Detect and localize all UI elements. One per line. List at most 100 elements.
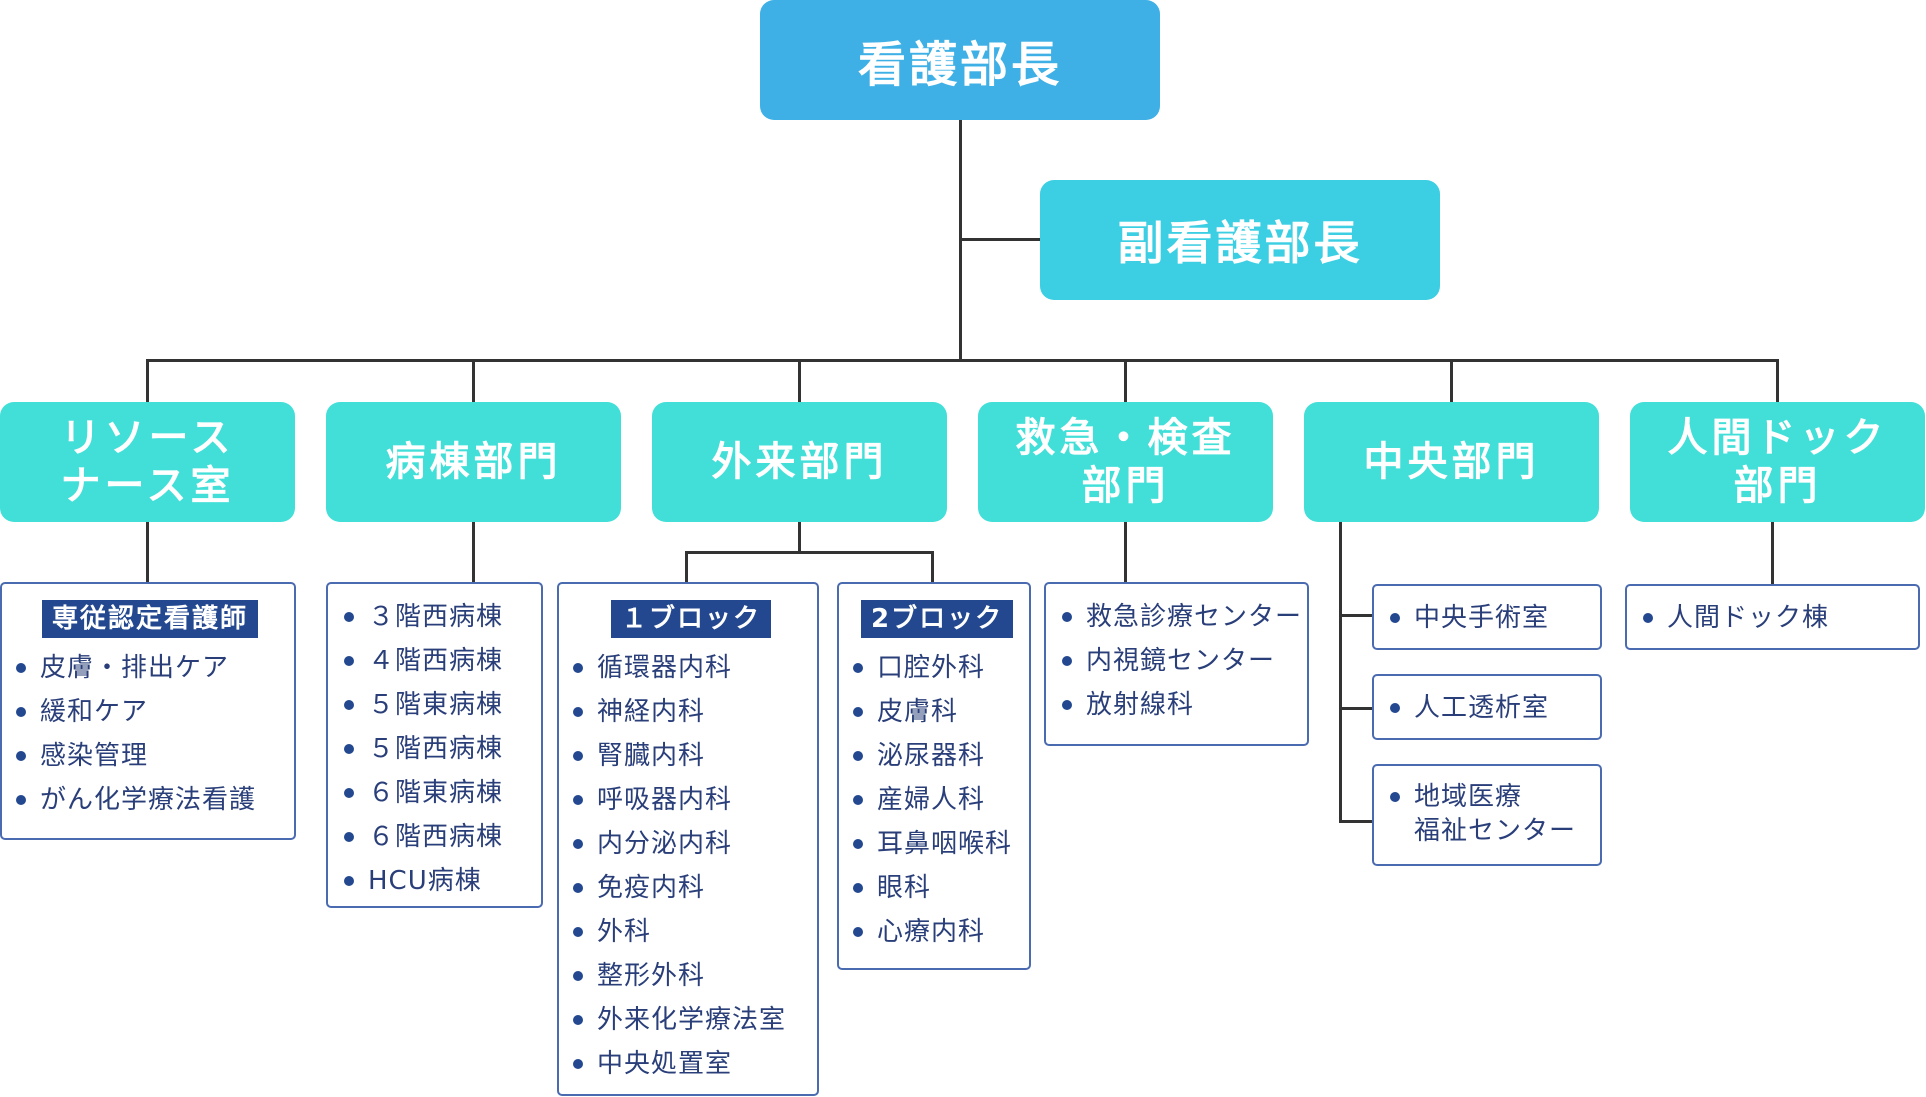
list-item: 感染管理 xyxy=(14,734,256,778)
list-item: ５階西病棟 xyxy=(342,727,503,771)
department-resource-nurse: リソース ナース室 xyxy=(0,402,295,522)
bullet-icon xyxy=(573,839,583,849)
list-item-label: 心療内科 xyxy=(877,917,986,947)
connector-outpatient-split xyxy=(685,551,934,554)
list-item-label: 免疫内科 xyxy=(597,873,706,903)
item-list: ３階西病棟 ４階西病棟 ５階東病棟 ５階西病棟 ６階東病棟 ６階西病棟 HCU病… xyxy=(342,595,503,903)
connector-emergency-list xyxy=(1124,522,1127,584)
list-item-label: 救急診療センター xyxy=(1086,602,1303,632)
department-central: 中央部門 xyxy=(1304,402,1599,522)
list-item: 皮膚科 xyxy=(851,690,1012,734)
list-item-label: 地域医療 福祉センター xyxy=(1414,782,1577,846)
item-list: 皮膚・排出ケア 緩和ケア 感染管理 がん化学療法看護 xyxy=(14,646,256,822)
list-item-label: 中央処置室 xyxy=(597,1049,733,1079)
bullet-icon xyxy=(853,795,863,805)
connector-central-item2 xyxy=(1339,707,1374,710)
department-label: 外来部門 xyxy=(711,439,888,485)
list-item: 放射線科 xyxy=(1060,683,1302,727)
bullet-icon xyxy=(573,707,583,717)
item-list: 救急診療センター 内視鏡センター 放射線科 xyxy=(1060,595,1302,727)
list-item: 地域医療 福祉センター xyxy=(1388,780,1576,848)
bullet-icon xyxy=(16,795,26,805)
list-item-label: 神経内科 xyxy=(597,697,706,727)
list-item: ６階東病棟 xyxy=(342,771,503,815)
ward-list: ３階西病棟 ４階西病棟 ５階東病棟 ５階西病棟 ６階東病棟 ６階西病棟 HCU病… xyxy=(326,582,543,908)
list-item-label: 産婦人科 xyxy=(877,785,986,815)
list-item-label: 中央手術室 xyxy=(1414,603,1550,633)
item-list: 地域医療 福祉センター xyxy=(1388,780,1576,848)
list-item-label: 内分泌内科 xyxy=(597,829,733,859)
bullet-icon xyxy=(573,663,583,673)
list-item-label: 人工透析室 xyxy=(1414,693,1550,723)
connector-central-item1 xyxy=(1339,614,1374,617)
list-title: 専従認定看護師 xyxy=(42,600,259,638)
bullet-icon xyxy=(853,707,863,717)
bullet-icon xyxy=(344,700,354,710)
bullet-icon xyxy=(16,751,26,761)
bullet-icon xyxy=(1062,656,1072,666)
list-item: 呼吸器内科 xyxy=(571,778,786,822)
bullet-icon xyxy=(16,707,26,717)
list-item: 人間ドック棟 xyxy=(1641,596,1829,640)
health-checkup-list: 人間ドック棟 xyxy=(1625,584,1920,650)
list-item: 中央処置室 xyxy=(571,1042,786,1086)
bullet-icon xyxy=(344,876,354,886)
department-label: 病棟部門 xyxy=(385,439,562,485)
bullet-icon xyxy=(573,795,583,805)
list-item: 中央手術室 xyxy=(1388,596,1549,640)
department-health-checkup: 人間ドック 部門 xyxy=(1630,402,1925,522)
list-item-label: 皮膚・排出ケア xyxy=(40,653,230,683)
connector-deputy-branch xyxy=(959,238,1040,241)
bullet-icon xyxy=(344,788,354,798)
connector-drop-emergency xyxy=(1124,359,1127,403)
list-item: ６階西病棟 xyxy=(342,815,503,859)
list-item-label: ３階西病棟 xyxy=(368,602,504,632)
list-item: 口腔外科 xyxy=(851,646,1012,690)
list-item: 耳鼻咽喉科 xyxy=(851,822,1012,866)
item-list: 循環器内科 神経内科 腎臓内科 呼吸器内科 内分泌内科 免疫内科 外科 整形外科… xyxy=(571,646,786,1086)
bullet-icon xyxy=(573,751,583,761)
central-dialysis-box: 人工透析室 xyxy=(1372,674,1602,740)
list-item-label: HCU病棟 xyxy=(368,866,482,896)
list-item: HCU病棟 xyxy=(342,859,503,903)
bullet-icon xyxy=(1390,703,1400,713)
list-item: ４階西病棟 xyxy=(342,639,503,683)
bullet-icon xyxy=(573,1015,583,1025)
bullet-icon xyxy=(573,883,583,893)
bullet-icon xyxy=(853,751,863,761)
item-list: 中央手術室 xyxy=(1388,596,1549,640)
list-item: 皮膚・排出ケア xyxy=(14,646,256,690)
department-label: 人間ドック 部門 xyxy=(1667,415,1888,509)
connector-ward-list xyxy=(472,522,475,584)
list-item-label: 外科 xyxy=(597,917,652,947)
list-item: ５階東病棟 xyxy=(342,683,503,727)
department-outpatient: 外来部門 xyxy=(652,402,947,522)
connector-department-bus xyxy=(146,359,1778,362)
bullet-icon xyxy=(853,927,863,937)
list-item: 循環器内科 xyxy=(571,646,786,690)
list-item-label: 内視鏡センター xyxy=(1086,646,1276,676)
connector-resource-list xyxy=(146,522,149,584)
department-emergency-exam: 救急・検査 部門 xyxy=(978,402,1273,522)
connector-outpatient-stem xyxy=(798,522,801,552)
bullet-icon xyxy=(1062,700,1072,710)
list-item-label: 外来化学療法室 xyxy=(597,1005,787,1035)
list-item-label: ５階西病棟 xyxy=(368,734,504,764)
item-list: 口腔外科 皮膚科 泌尿器科 産婦人科 耳鼻咽喉科 眼科 心療内科 xyxy=(851,646,1012,954)
list-item: 緩和ケア xyxy=(14,690,256,734)
list-item: 神経内科 xyxy=(571,690,786,734)
list-item: 外科 xyxy=(571,910,786,954)
list-item: 整形外科 xyxy=(571,954,786,998)
deputy-box: 副看護部長 xyxy=(1040,180,1440,300)
connector-drop-dock xyxy=(1776,359,1779,403)
list-item: 泌尿器科 xyxy=(851,734,1012,778)
connector-drop-ward xyxy=(472,359,475,403)
item-list: 人間ドック棟 xyxy=(1641,596,1829,640)
bullet-icon xyxy=(853,839,863,849)
list-item-label: 泌尿器科 xyxy=(877,741,986,771)
list-item-label: 緩和ケア xyxy=(40,697,149,727)
list-item: 心療内科 xyxy=(851,910,1012,954)
list-item: 免疫内科 xyxy=(571,866,786,910)
central-community-box: 地域医療 福祉センター xyxy=(1372,764,1602,866)
department-label: 救急・検査 部門 xyxy=(1015,415,1236,509)
